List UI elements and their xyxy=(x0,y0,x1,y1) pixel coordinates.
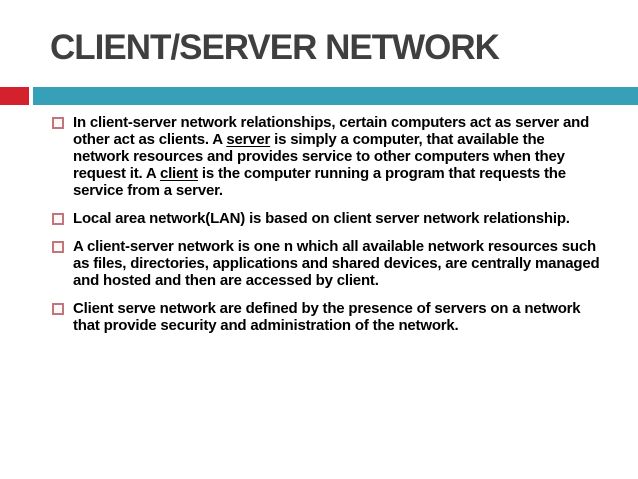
square-bullet-icon xyxy=(52,241,64,253)
square-bullet-icon xyxy=(52,213,64,225)
title-accent-bar xyxy=(0,87,638,105)
bullet-text: Local area network(LAN) is based on clie… xyxy=(73,210,570,227)
bullet-text: In client-server network relationships, … xyxy=(73,114,590,199)
bullet-item: Client serve network are defined by the … xyxy=(52,300,604,334)
bullet-list: In client-server network relationships, … xyxy=(52,114,604,345)
red-accent-square xyxy=(0,87,29,105)
bullet-text: Client serve network are defined by the … xyxy=(73,300,581,334)
bullet-item: In client-server network relationships, … xyxy=(52,114,604,199)
square-bullet-icon xyxy=(52,117,64,129)
teal-accent-bar xyxy=(33,87,638,105)
bullet-item: Local area network(LAN) is based on clie… xyxy=(52,210,604,227)
bullet-text: A client-server network is one n which a… xyxy=(73,238,600,289)
slide-title: CLIENT/SERVER NETWORK xyxy=(50,28,500,67)
bullet-item: A client-server network is one n which a… xyxy=(52,238,604,289)
square-bullet-icon xyxy=(52,303,64,315)
